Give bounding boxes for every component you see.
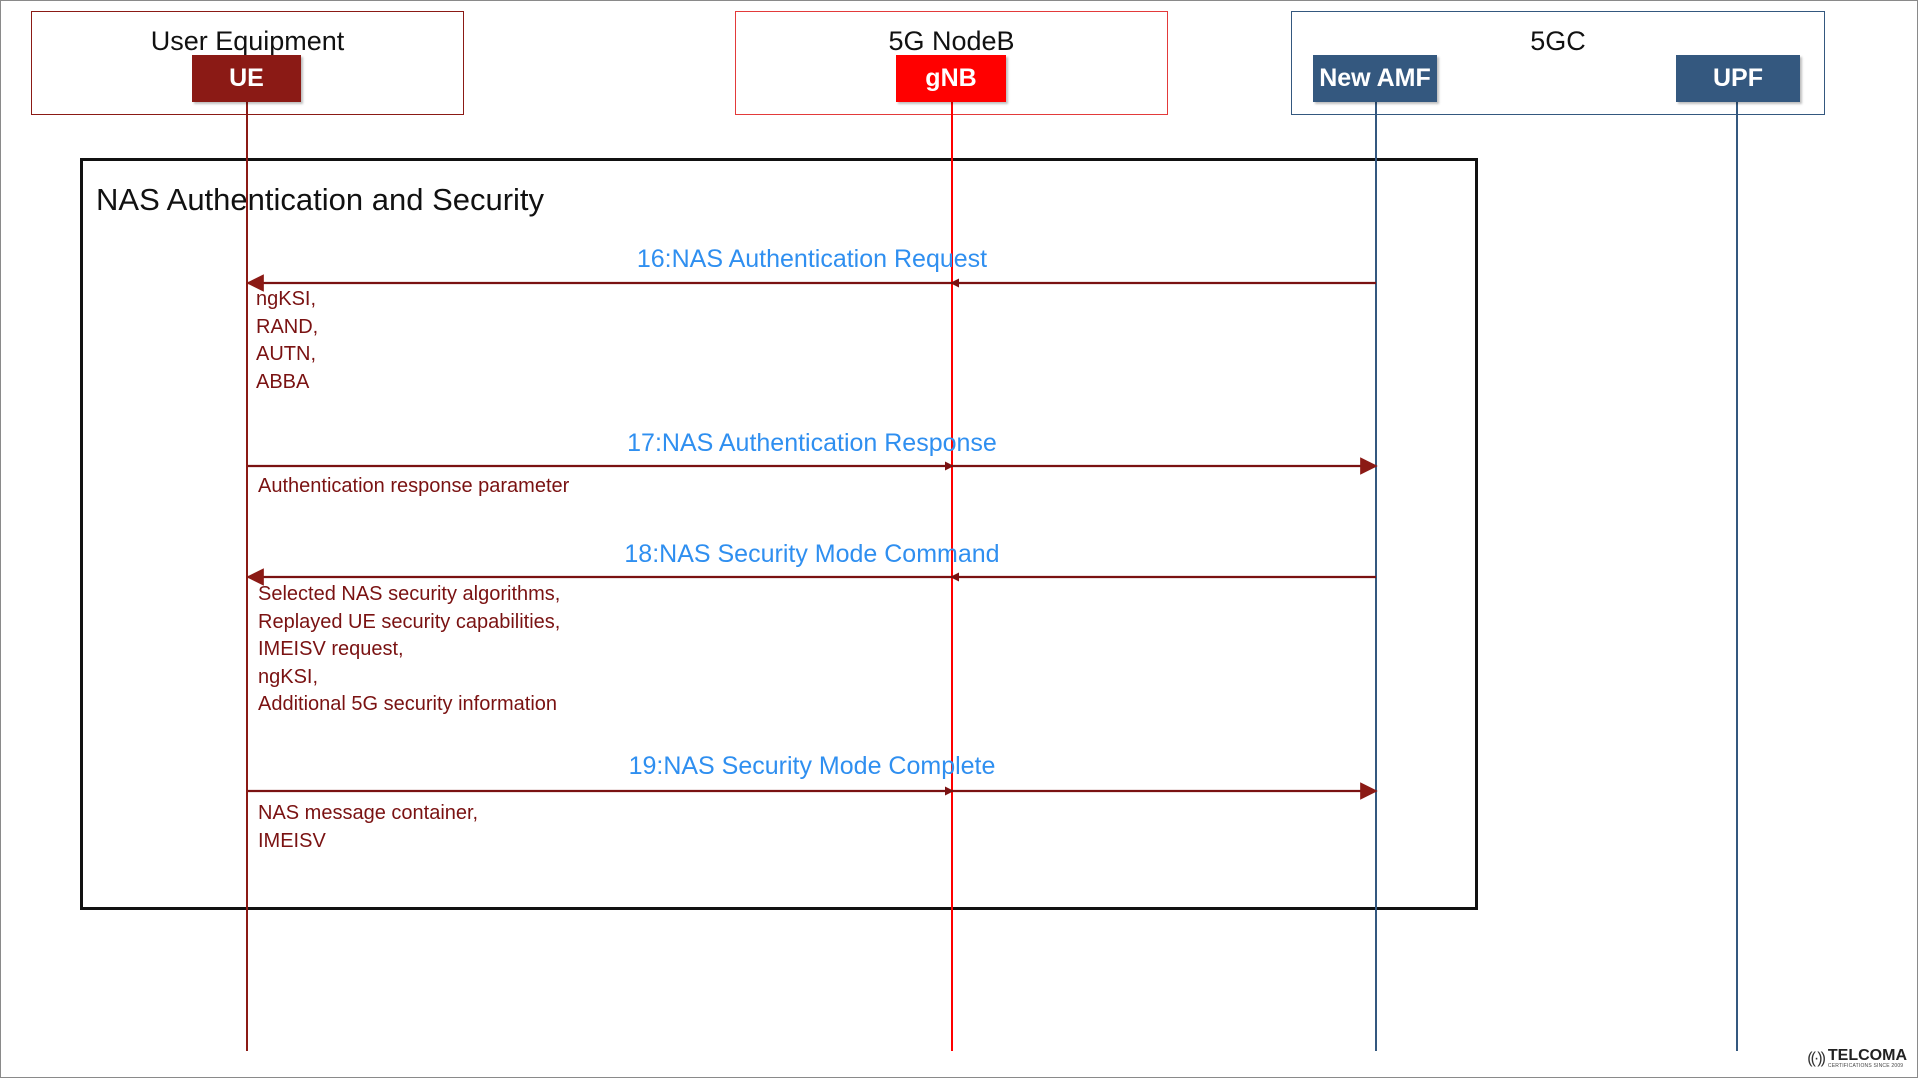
signal-waves-icon: ((·)): [1807, 1049, 1826, 1067]
entity-ue: UE: [192, 55, 301, 102]
entity-upf: UPF: [1676, 55, 1800, 102]
param-text: ABBA: [256, 370, 310, 393]
message-arrow-mid-18: [950, 572, 959, 582]
logo-name: TELCOMA: [1827, 1047, 1907, 1064]
message-label-17: 17:NAS Authentication Response: [627, 429, 997, 457]
message-label-16: 16:NAS Authentication Request: [636, 245, 988, 273]
message-params-16: ngKSI, RAND, AUTN, ABBA: [256, 286, 318, 396]
telcoma-logo: ((·)) TELCOMA CERTIFICATIONS SINCE 2009: [1807, 1048, 1907, 1069]
param-text: IMEISV request,: [258, 638, 404, 660]
param-text: NAS message container,: [258, 802, 479, 824]
param-text: RAND,: [256, 315, 319, 338]
message-arrow-mid-16: [950, 278, 959, 288]
param-text: Additional 5G security information: [258, 693, 558, 715]
param-text: Replayed UE security capabilities,: [258, 610, 561, 633]
message-label-18: 18:NAS Security Mode Command: [624, 540, 1000, 568]
message-params-17: Authentication response parameter: [258, 473, 569, 501]
message-params-19: NAS message container, IMEISV: [258, 800, 478, 855]
param-text: ngKSI,: [256, 288, 317, 310]
section-title: NAS Authentication and Security: [96, 182, 545, 217]
group-title-user-equipment: User Equipment: [150, 26, 345, 56]
message-label-19: 19:NAS Security Mode Complete: [628, 752, 996, 780]
lifeline-upf: [1736, 101, 1738, 1051]
entity-new-amf: New AMF: [1313, 55, 1437, 102]
message-arrow-mid-17: [945, 461, 954, 471]
logo-tagline: CERTIFICATIONS SINCE 2009: [1827, 1063, 1904, 1069]
section-frame: [80, 158, 1478, 910]
param-text: IMEISV: [258, 829, 326, 852]
param-text: Selected NAS security algorithms,: [258, 583, 561, 605]
param-text: AUTN,: [256, 343, 316, 365]
group-title-5g-nodeb: 5G NodeB: [888, 26, 1015, 56]
message-params-18: Selected NAS security algorithms, Replay…: [258, 581, 560, 719]
param-text: ngKSI,: [258, 665, 319, 688]
param-text: Authentication response parameter: [258, 475, 570, 497]
group-title-5gc: 5GC: [1530, 26, 1586, 56]
message-arrow-mid-19: [945, 786, 954, 796]
entity-gnb: gNB: [896, 55, 1006, 102]
